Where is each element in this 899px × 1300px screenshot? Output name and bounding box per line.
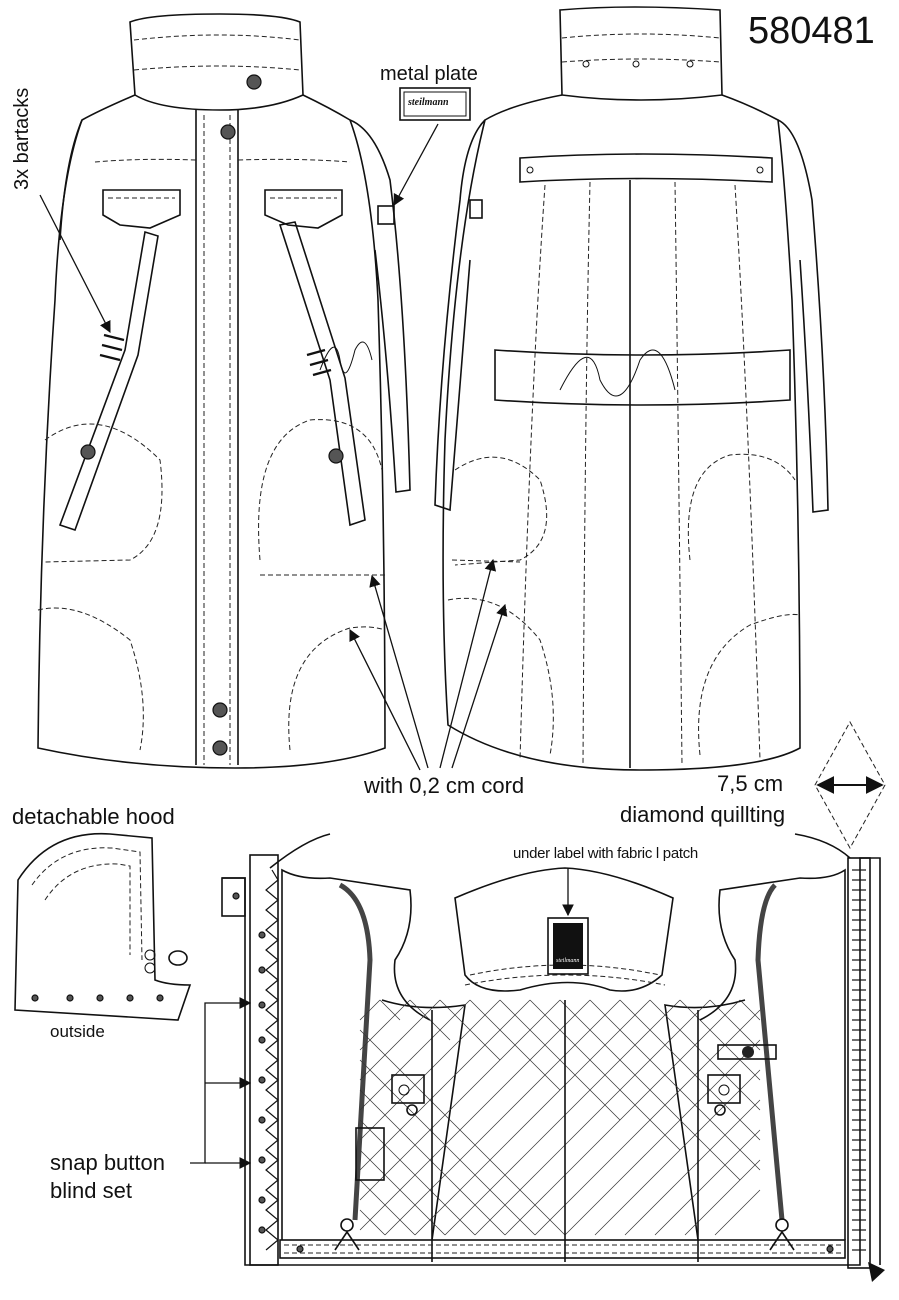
diamond-measure-label: 7,5 cm [717,771,784,796]
bartacks-label: 3x bartacks [11,87,33,190]
snap-callout [190,997,252,1169]
metal-plate-label: metal plate [380,63,478,85]
style-number: 580481 [748,10,875,52]
plate-logo: steilmann [408,97,449,108]
back-view [434,6,829,771]
metal-plate-callout [393,87,471,207]
hood-label: detachable hood [12,804,175,829]
snap-button-label: snap button [50,1150,165,1175]
hood-outside-label: outside [50,1022,105,1041]
diamond-symbol [814,720,886,850]
cord-label: with 0,2 cm cord [364,773,525,798]
label-logo: steilmann [556,958,580,964]
diamond-quilting-label: diamond quillting [620,802,786,827]
bartacks-callout [39,194,111,334]
hood-drawing [14,832,192,1021]
blind-set-label: blind set [50,1178,132,1203]
front-view [37,13,411,769]
lining-drawing [221,833,885,1282]
under-label-callout: under label with fabric l patch [513,845,698,862]
cord-callout-arrows [349,558,508,771]
